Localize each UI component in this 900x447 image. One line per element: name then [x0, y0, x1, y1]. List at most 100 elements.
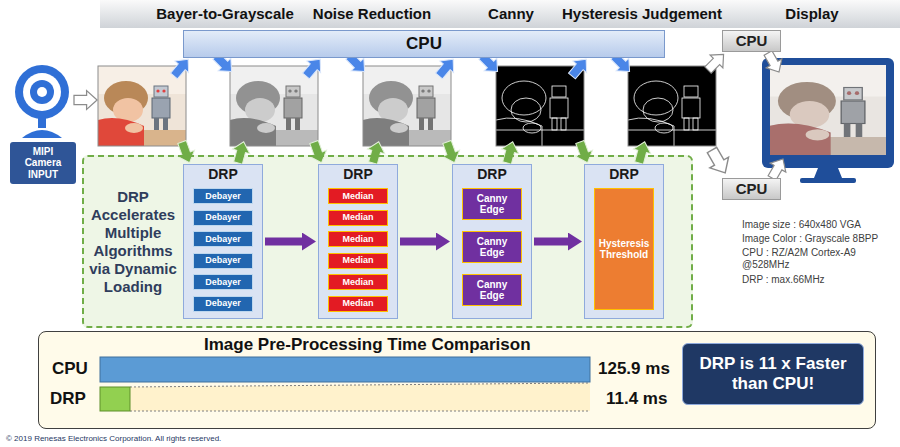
node-text: Canny Edge	[465, 193, 519, 216]
node-text: DRP	[343, 166, 373, 182]
drp-arrow	[630, 139, 653, 165]
node-text: Debayer	[205, 212, 241, 222]
display-arrows	[74, 48, 791, 182]
drp-block: DRPDebayerDebayerDebayerDebayerDebayerDe…	[183, 164, 263, 319]
node-text: Median	[342, 234, 373, 244]
node-text: CPU	[406, 34, 442, 54]
drp-region: DRP Accelerates Multiple Algorithms via …	[82, 155, 693, 328]
median-module: Median	[328, 296, 388, 312]
image-frame	[496, 66, 584, 146]
input-arrow	[74, 91, 97, 110]
display-image	[770, 65, 886, 155]
drp-block: DRPCanny EdgeCanny EdgeCanny Edge	[452, 164, 532, 319]
spec-note: Image size : 640x480 VGA	[742, 219, 892, 231]
stage-header: Bayer-to-Grayscale	[135, 5, 315, 22]
canny-module: Canny Edge	[462, 231, 522, 263]
region-ground	[82, 155, 693, 328]
node-text: CPU	[736, 32, 768, 49]
header-band	[100, 0, 900, 28]
stage-header: Noise Reduction	[282, 5, 462, 22]
node-text: DRP	[208, 166, 238, 182]
flow-arrow	[400, 238, 436, 246]
node-text: Median	[342, 255, 373, 265]
result-callout: DRP is 11 x Faster than CPU!	[682, 343, 864, 405]
copyright-note: © 2019 Renesas Electronics Corporation. …	[6, 434, 306, 443]
median-module: Median	[328, 210, 388, 226]
canny-image	[496, 66, 584, 146]
drp-arrow	[229, 139, 252, 165]
debayer-module: Debayer	[193, 210, 253, 226]
image-frame	[98, 66, 186, 146]
image-frame	[628, 66, 716, 146]
flow-arrow	[265, 238, 302, 246]
median-module: Median	[328, 188, 388, 204]
drp-arrow	[439, 139, 463, 166]
spec-note: Image Color : Grayscale 8BPP	[742, 233, 892, 245]
image-frame	[363, 66, 451, 146]
display-arrow	[760, 49, 787, 77]
node-text: Median	[342, 191, 373, 201]
chart-label: DRP	[50, 389, 96, 409]
cpu-band: CPU	[183, 30, 665, 58]
drp-arrows	[174, 139, 654, 166]
image-frame	[230, 66, 318, 146]
node-text: Canny Edge	[465, 236, 519, 259]
camera-image	[98, 66, 186, 146]
node-text: Debayer	[205, 277, 241, 287]
monitor-base	[800, 178, 856, 183]
cpu-time-bar	[100, 357, 590, 382]
zoom-line	[130, 383, 590, 387]
drp-arrow	[572, 139, 596, 166]
drp-arrow	[364, 139, 387, 165]
node-text: DRP	[477, 166, 507, 182]
node-text: DRP Accelerates Multiple Algorithms via …	[87, 188, 179, 296]
drp-block: DRP Hysteresis Threshold	[584, 164, 664, 319]
image-frames	[98, 66, 716, 146]
node-text: Median	[342, 277, 373, 287]
node-text: Debayer	[205, 255, 241, 265]
median-module: Median	[328, 253, 388, 269]
cpu-box: CPU	[722, 30, 781, 52]
camera-lens	[30, 80, 54, 104]
monitor-frame	[762, 58, 894, 168]
node-text: Debayer	[205, 191, 241, 201]
monitor-neck	[814, 168, 842, 178]
display-arrow	[702, 48, 730, 76]
node-text: Hysteresis Threshold	[597, 238, 651, 261]
cpu-box: CPU	[722, 178, 781, 200]
camera-ring	[23, 73, 61, 111]
median-module: Median	[328, 231, 388, 247]
spec-note: CPU : RZ/A2M Cortex-A9 @528MHz	[742, 247, 892, 270]
hysteresis-image	[628, 66, 716, 146]
grayscale-image	[230, 66, 318, 146]
camera-neck	[38, 118, 46, 128]
node-text: Debayer	[205, 298, 241, 308]
spec-note: DRP : max.66MHz	[742, 274, 892, 286]
node-text: Debayer	[205, 234, 241, 244]
debayer-module: Debayer	[193, 253, 253, 269]
camera-base	[22, 130, 62, 138]
chart-label: 11.4 ms	[606, 389, 676, 409]
chart-label: CPU	[52, 359, 96, 379]
debayer-module: Debayer	[193, 274, 253, 290]
zoom-wedge	[130, 383, 590, 411]
panel-ground	[38, 331, 876, 429]
drp-arrow	[498, 139, 521, 165]
hysteresis-module: Hysteresis Threshold	[594, 188, 654, 310]
stage-header: Hysteresis Judgement	[552, 5, 732, 22]
denoised-image	[363, 66, 451, 146]
node-text: MIPI Camera INPUT	[18, 146, 68, 181]
median-module: Median	[328, 274, 388, 290]
flow-arrow	[534, 238, 568, 246]
node-text: Median	[342, 298, 373, 308]
display-arrow	[703, 145, 735, 179]
monitor-screen	[770, 65, 886, 155]
camera-glint	[37, 87, 47, 97]
chart-label: 125.9 ms	[598, 359, 678, 379]
debayer-module: Debayer	[193, 188, 253, 204]
canny-module: Canny Edge	[462, 188, 522, 220]
node-text: DRP	[609, 166, 639, 182]
stage-header: Display	[722, 5, 900, 22]
node-text: Median	[342, 212, 373, 222]
